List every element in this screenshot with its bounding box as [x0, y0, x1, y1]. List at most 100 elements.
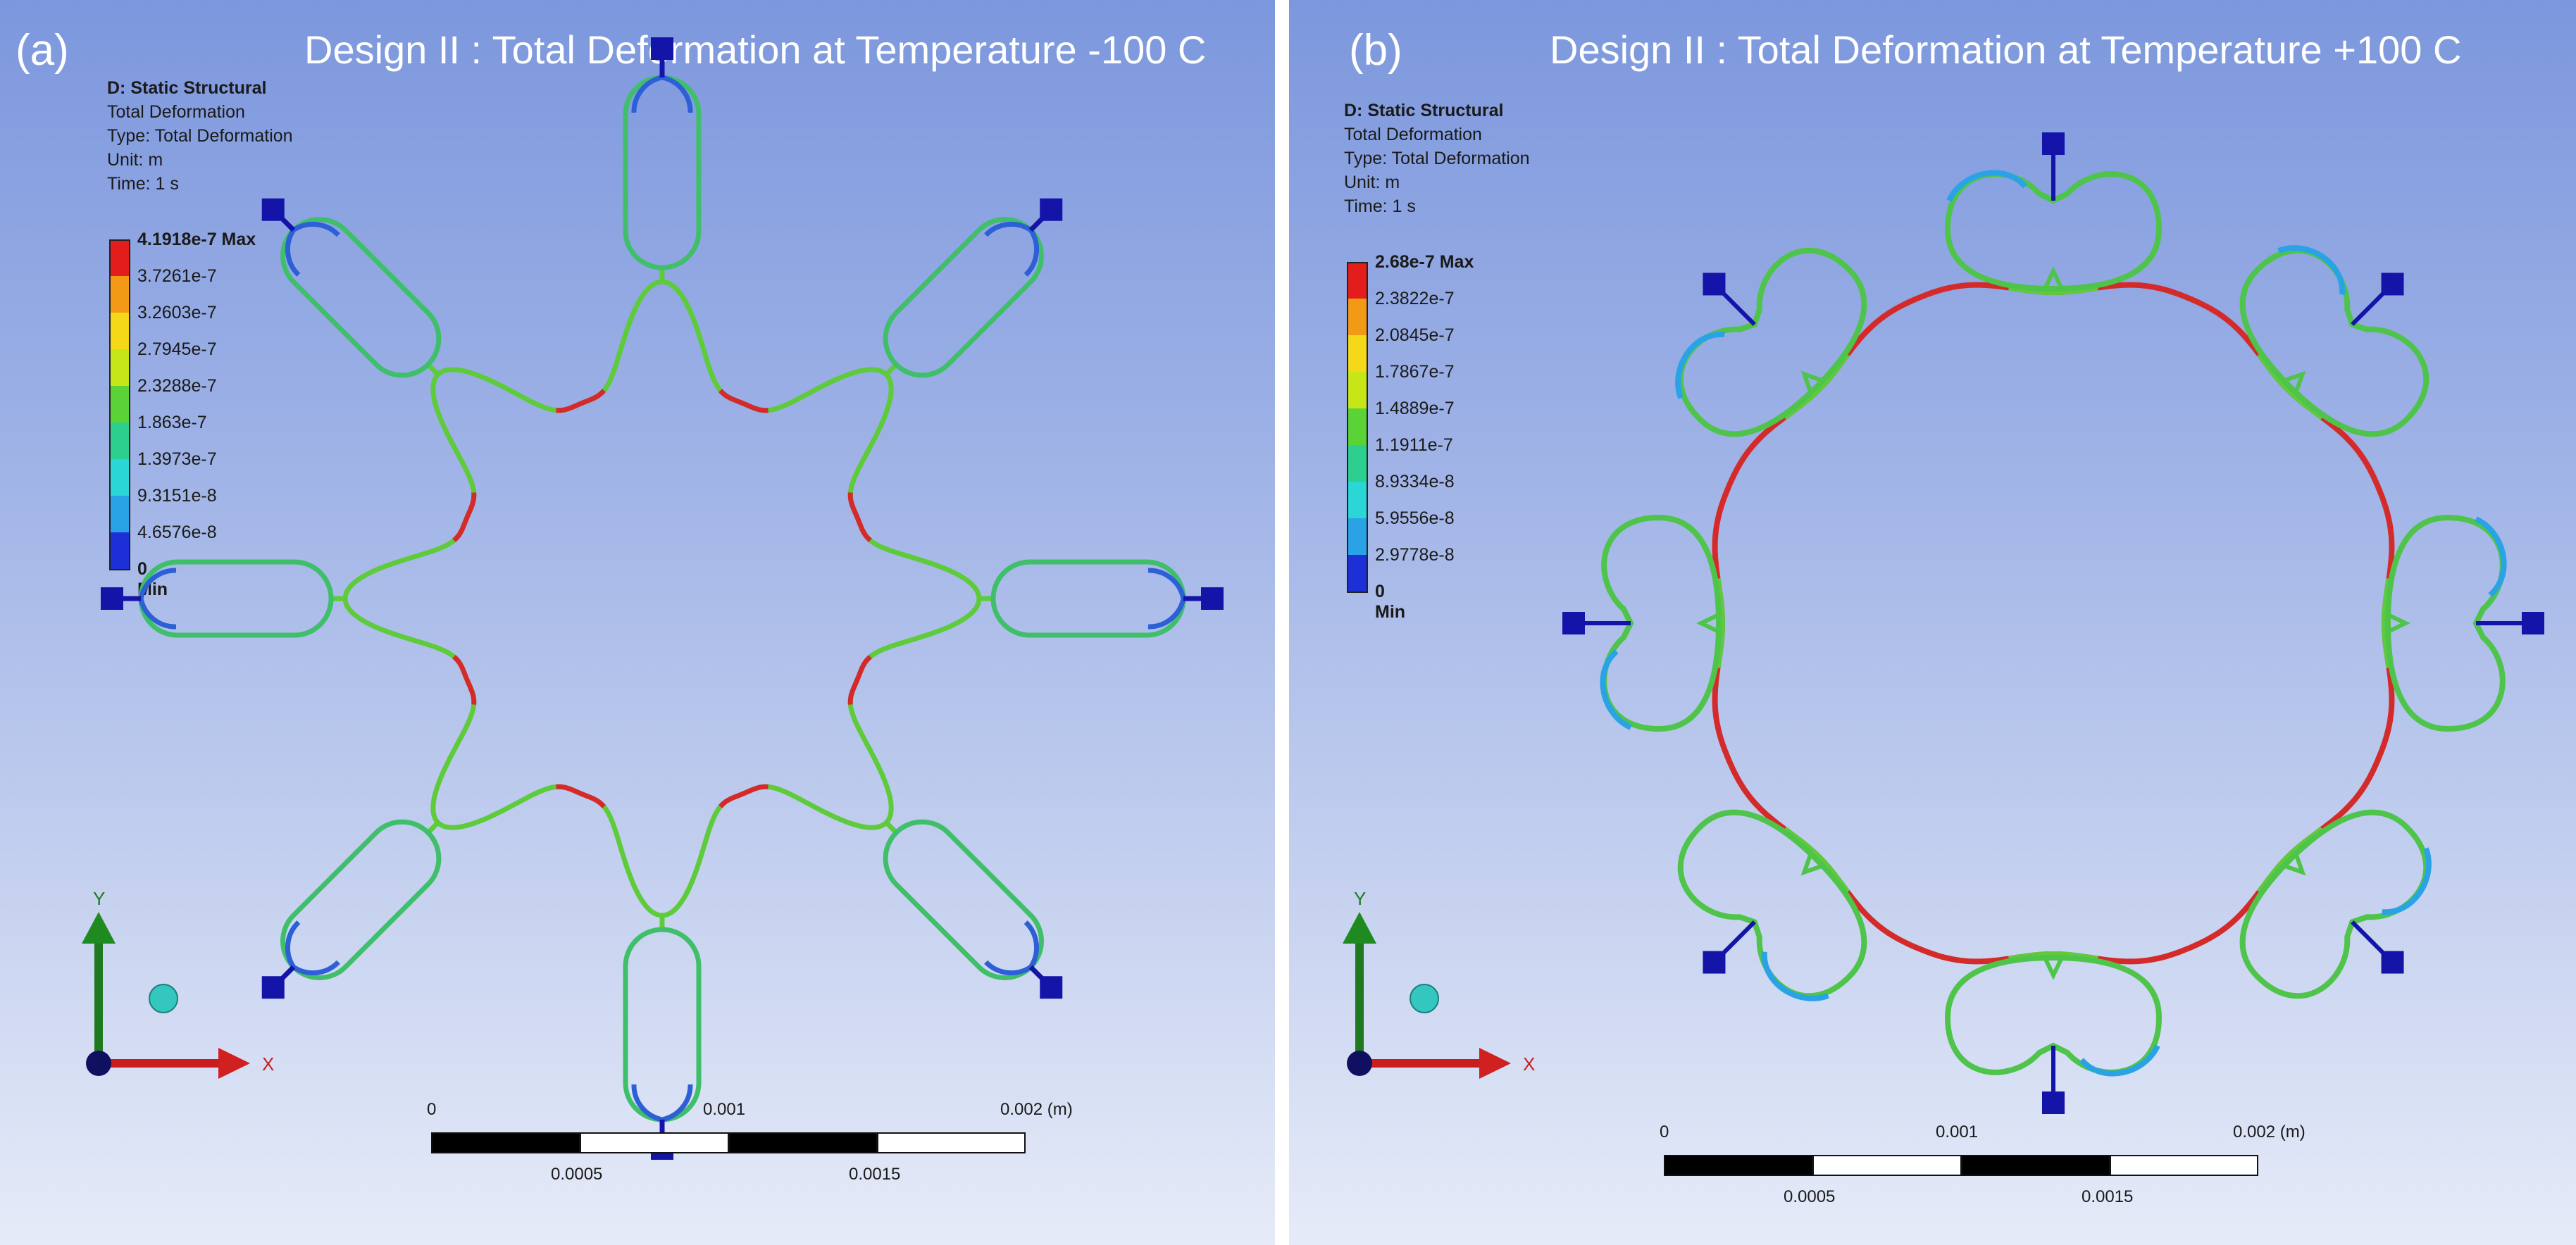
legend-swatch — [109, 276, 130, 313]
loop-outline — [883, 217, 1044, 378]
loop-tip — [2475, 516, 2507, 598]
legend-swatch — [109, 496, 130, 532]
flexure-loop — [883, 819, 1063, 999]
x-axis-label: X — [1523, 1053, 1535, 1075]
legend-row: 8.9334e-8 — [1347, 472, 1455, 518]
legend-row: 1.7867e-7 — [1347, 362, 1455, 408]
legend-row: 9.3151e-8 — [109, 486, 217, 532]
legend-row: 1.863e-7 — [109, 413, 207, 459]
legend-row: 2.3288e-7 — [109, 376, 217, 423]
legend-row: 1.3973e-7 — [109, 449, 217, 496]
legend-value: 1.7867e-7 — [1375, 362, 1455, 382]
result-unit: Unit: m — [1344, 173, 1400, 192]
fixed-support-icon — [2042, 132, 2065, 155]
result-time: Time: 1 s — [1344, 196, 1416, 216]
scale-label-00015: 0.0015 — [849, 1165, 901, 1184]
result-unit: Unit: m — [107, 150, 163, 170]
panel-a-geometry — [101, 37, 1224, 1160]
legend-row: 1.4889e-7 — [1347, 399, 1455, 445]
legend-swatch — [1347, 372, 1368, 408]
panel-a-title: Design II : Total Deformation at Tempera… — [304, 27, 1207, 72]
loop-outline — [280, 217, 442, 378]
result-name: Total Deformation — [1344, 125, 1482, 144]
panel-a-viewport[interactable]: (a) Design II : Total Deformation at Tem… — [0, 0, 1275, 1245]
legend-row: 4.6576e-8 — [109, 523, 217, 569]
legend-row: 3.2603e-7 — [109, 303, 217, 349]
legend-row: 1.1911e-7 — [1347, 435, 1453, 482]
axis-triad: Y X — [82, 888, 274, 1079]
legend-swatch — [109, 239, 130, 276]
view-sphere-icon — [149, 984, 178, 1013]
scale-seg-1 — [431, 1132, 580, 1153]
fixed-support-icon — [1201, 587, 1224, 610]
ring-high-deformation — [718, 389, 769, 413]
scale-label-0002: 0.002 (m) — [2233, 1122, 2306, 1141]
legend-row: 5.9556e-8 — [1347, 508, 1455, 555]
view-sphere-icon — [1410, 984, 1439, 1013]
analysis-name: D: Static Structural — [107, 78, 267, 98]
fixed-support-icon — [2042, 1091, 2065, 1114]
loop-tip — [2277, 245, 2346, 295]
scale-seg-2 — [1812, 1155, 1962, 1176]
scale-seg-1 — [1664, 1155, 1813, 1176]
panel-b-scale-bar: 0 0.001 0.002 (m) 0.0005 0.0015 — [1660, 1122, 2306, 1206]
legend-value: 4.6576e-8 — [137, 523, 217, 542]
fixed-support-icon — [2381, 951, 2404, 974]
axis-triad: Y X — [1343, 888, 1535, 1079]
scale-label-00005: 0.0005 — [551, 1165, 603, 1184]
fixed-support-icon — [1040, 198, 1063, 221]
legend-row: 2.0845e-7 — [1347, 325, 1455, 372]
fixed-support-icon — [1040, 976, 1063, 999]
panel-b-info: D: Static Structural Total Deformation T… — [1344, 99, 1530, 218]
hinge-notch — [1800, 853, 1824, 876]
panel-b-label: (b) — [1349, 26, 1402, 75]
legend-bottom-edge — [109, 569, 130, 570]
legend-row: 4.1918e-7 Max — [109, 230, 256, 276]
legend-min: 0 Min — [1375, 582, 1406, 622]
flexure-loop — [2239, 245, 2429, 437]
legend-swatch — [1347, 299, 1368, 335]
scale-seg-4 — [2110, 1155, 2258, 1176]
flexure-loop — [1675, 247, 1867, 437]
flexure-loop — [979, 559, 1224, 638]
loop-outline — [280, 819, 442, 980]
legend-value: 9.3151e-8 — [137, 486, 217, 506]
legend-value: 2.3822e-7 — [1375, 289, 1455, 308]
legend-bottom-edge — [1347, 592, 1368, 593]
x-axis-head — [218, 1048, 250, 1079]
loop-tip — [2079, 1044, 2160, 1077]
hinge-notch — [1696, 613, 1720, 634]
y-axis-label: Y — [93, 888, 105, 909]
legend-value: 1.863e-7 — [137, 413, 207, 432]
ring-high-deformation — [556, 784, 606, 808]
legend-value: 2.0845e-7 — [1375, 325, 1455, 345]
scale-seg-3 — [728, 1132, 878, 1153]
loop-tip — [1675, 331, 1725, 399]
legend-value: 2.9778e-8 — [1375, 545, 1455, 565]
legend-row: 2.68e-7 Max — [1347, 252, 1474, 299]
scale-label-0001: 0.001 — [703, 1100, 746, 1119]
scale-seg-3 — [1961, 1155, 2110, 1176]
ring-high-deformation — [556, 389, 606, 413]
legend-value: 2.3288e-7 — [137, 376, 217, 396]
x-axis-head — [1479, 1048, 1511, 1079]
hinge-notch — [2283, 853, 2306, 876]
scale-label-0002: 0.002 (m) — [1000, 1100, 1073, 1119]
loop-tip — [1946, 170, 2028, 202]
x-axis-label: X — [262, 1053, 274, 1075]
flexure-loop — [1944, 132, 2163, 292]
flexure-loop — [101, 559, 345, 638]
analysis-name: D: Static Structural — [1344, 101, 1504, 120]
ring-high-deformation — [452, 492, 477, 542]
panel-b-viewport[interactable]: (b) Design II : Total Deformation at Tem… — [1289, 0, 2576, 1245]
legend-row: 2.7945e-7 — [109, 339, 217, 386]
loop-tip — [2382, 847, 2432, 915]
scale-seg-4 — [877, 1132, 1026, 1153]
scale-label-00005: 0.0005 — [1784, 1187, 1836, 1206]
legend-value: 8.9334e-8 — [1375, 472, 1455, 492]
anchor-beam — [2351, 920, 2387, 956]
panel-a-info: D: Static Structural Total Deformation T… — [107, 76, 293, 196]
anchor-beam — [1720, 290, 1756, 326]
y-axis-head — [82, 912, 116, 944]
panel-a-label: (a) — [15, 26, 69, 75]
